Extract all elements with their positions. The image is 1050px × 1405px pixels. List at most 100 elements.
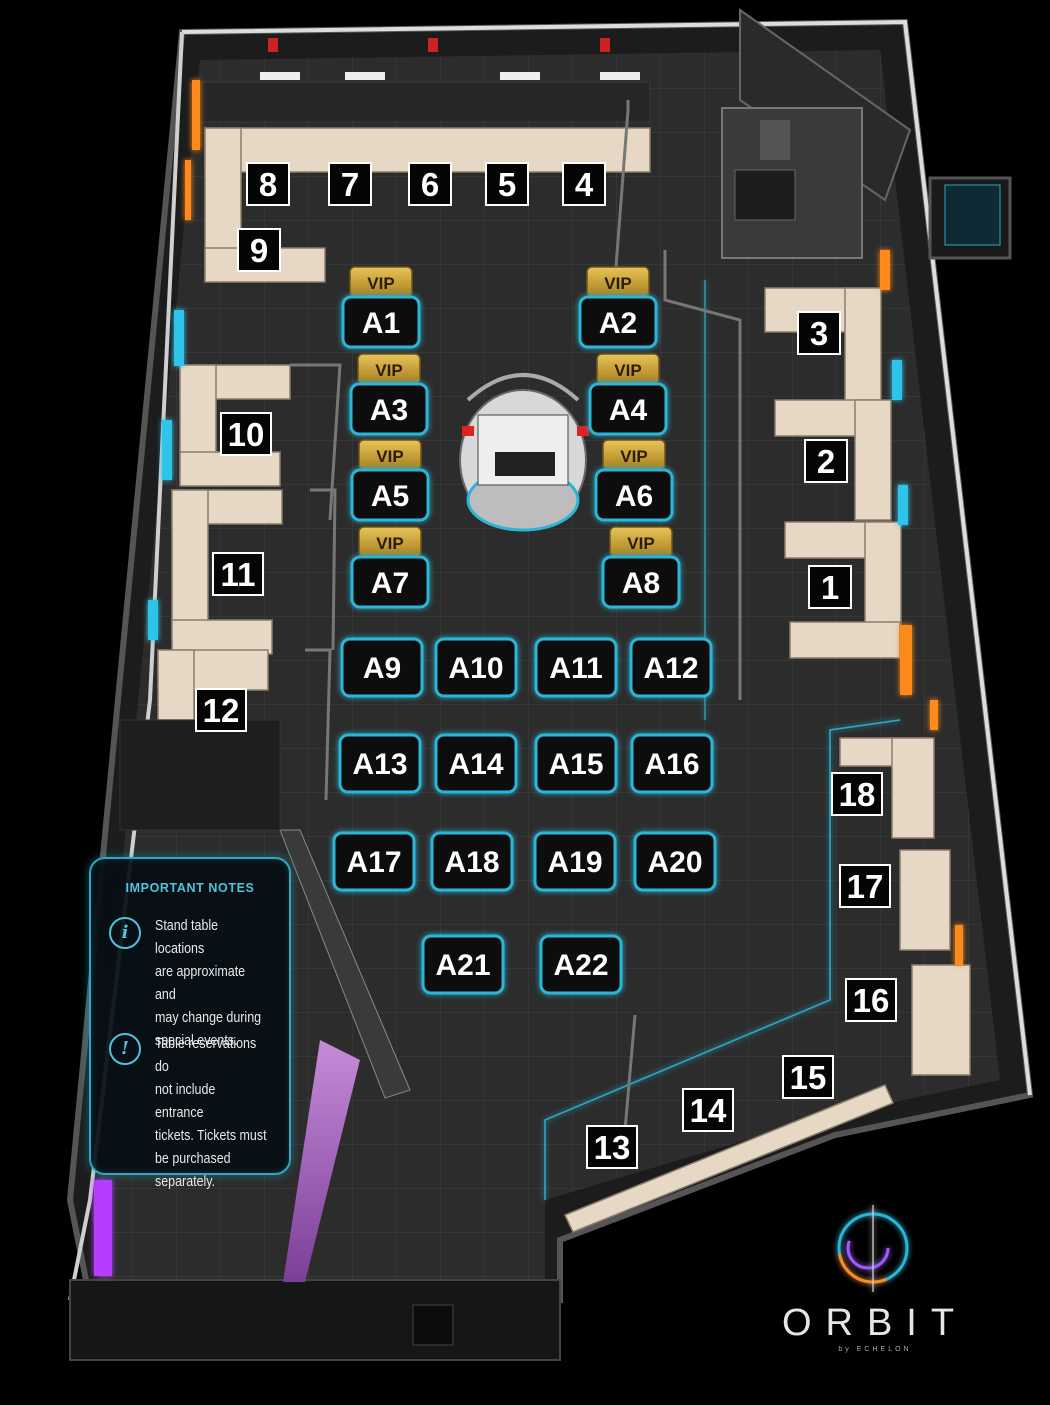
table-tile bbox=[534, 637, 618, 698]
table-label: A7 bbox=[371, 567, 409, 600]
stand-table-a16[interactable]: A16 bbox=[630, 733, 714, 794]
table-tile bbox=[578, 295, 658, 349]
stand-table-a21[interactable]: A21 bbox=[421, 934, 505, 995]
table-tile bbox=[633, 831, 717, 892]
stand-table-a11[interactable]: A11 bbox=[534, 637, 618, 698]
stand-table-a17[interactable]: A17 bbox=[332, 831, 416, 892]
booth-7[interactable]: 7 bbox=[328, 162, 372, 206]
booth-label: 16 bbox=[853, 982, 890, 1019]
staircase bbox=[119, 719, 411, 1282]
booth-tile bbox=[195, 688, 247, 732]
booth-8[interactable]: 8 bbox=[246, 162, 290, 206]
note-text: Stand table locations are approximate an… bbox=[155, 918, 262, 1049]
vip-table-a2[interactable]: VIP A2 bbox=[578, 266, 658, 349]
booth-tile bbox=[682, 1088, 734, 1132]
booth-4[interactable]: 4 bbox=[562, 162, 606, 206]
table-label: A18 bbox=[444, 846, 499, 879]
booth-2[interactable]: 2 bbox=[804, 439, 848, 483]
table-tile bbox=[350, 468, 430, 522]
railings bbox=[290, 100, 742, 1131]
table-tile bbox=[421, 934, 505, 995]
booth-12[interactable]: 12 bbox=[195, 688, 247, 732]
stand-table-a9[interactable]: A9 bbox=[340, 637, 424, 698]
stand-table-a10[interactable]: A10 bbox=[434, 637, 518, 698]
table-tile bbox=[349, 382, 429, 436]
booth-tile bbox=[831, 772, 883, 816]
table-tile bbox=[341, 295, 421, 349]
table-label: A6 bbox=[615, 480, 653, 513]
table-label: A20 bbox=[647, 846, 702, 879]
vip-badge-label: VIP bbox=[367, 274, 394, 293]
booth-label: 1 bbox=[821, 569, 839, 606]
booth-tile bbox=[562, 162, 606, 206]
booth-17[interactable]: 17 bbox=[839, 864, 891, 908]
table-tile bbox=[533, 831, 617, 892]
table-label: A5 bbox=[371, 480, 409, 513]
stand-table-a12[interactable]: A12 bbox=[629, 637, 713, 698]
booth-16[interactable]: 16 bbox=[845, 978, 897, 1022]
table-tile bbox=[350, 555, 430, 609]
table-label: A21 bbox=[435, 949, 490, 982]
booth-tile bbox=[782, 1055, 834, 1099]
table-tile bbox=[434, 637, 518, 698]
logo-wordmark: ORBIT bbox=[781, 1302, 969, 1344]
booth-13[interactable]: 13 bbox=[586, 1125, 638, 1169]
alert-icon: ! bbox=[109, 1033, 141, 1065]
stand-table-a15[interactable]: A15 bbox=[534, 733, 618, 794]
booth-14[interactable]: 14 bbox=[682, 1088, 734, 1132]
stand-table-a19[interactable]: A19 bbox=[533, 831, 617, 892]
stand-table-a22[interactable]: A22 bbox=[539, 934, 623, 995]
booth-18[interactable]: 18 bbox=[831, 772, 883, 816]
booth-tile bbox=[839, 864, 891, 908]
booth-15[interactable]: 15 bbox=[782, 1055, 834, 1099]
vip-badge-label: VIP bbox=[627, 534, 654, 553]
booth-label: 12 bbox=[203, 692, 240, 729]
booth-tile bbox=[808, 565, 852, 609]
booth-label: 17 bbox=[847, 868, 884, 905]
booth-label: 5 bbox=[498, 166, 516, 203]
bar-area bbox=[721, 8, 912, 259]
booth-11[interactable]: 11 bbox=[212, 552, 264, 596]
back-wall bbox=[194, 38, 651, 123]
booth-label: 2 bbox=[817, 443, 835, 480]
booth-5[interactable]: 5 bbox=[485, 162, 529, 206]
vip-badge-label: VIP bbox=[604, 274, 631, 293]
booth-1[interactable]: 1 bbox=[808, 565, 852, 609]
booth-9[interactable]: 9 bbox=[237, 228, 281, 272]
booth-tile bbox=[237, 228, 281, 272]
info-icon: i bbox=[109, 917, 141, 949]
booth-tile bbox=[328, 162, 372, 206]
table-label: A14 bbox=[448, 748, 503, 781]
table-label: A16 bbox=[644, 748, 699, 781]
booth-label: 11 bbox=[221, 556, 256, 593]
table-tile bbox=[539, 934, 623, 995]
table-label: A9 bbox=[363, 652, 401, 685]
note-text: Table reservations do not include entran… bbox=[155, 1036, 267, 1190]
booth-3[interactable]: 3 bbox=[797, 311, 841, 355]
stand-table-a13[interactable]: A13 bbox=[338, 733, 422, 794]
booth-10[interactable]: 10 bbox=[220, 412, 272, 456]
stand-table-a14[interactable]: A14 bbox=[434, 733, 518, 794]
booth-label: 6 bbox=[421, 166, 439, 203]
notes-title: IMPORTANT NOTES bbox=[125, 881, 255, 895]
booth-6[interactable]: 6 bbox=[408, 162, 452, 206]
table-label: A2 bbox=[599, 307, 637, 340]
booth-tile bbox=[797, 311, 841, 355]
neon-accents bbox=[94, 80, 963, 1276]
stand-table-a20[interactable]: A20 bbox=[633, 831, 717, 892]
stand-table-a18[interactable]: A18 bbox=[430, 831, 514, 892]
table-label: A15 bbox=[548, 748, 603, 781]
booth-label: 15 bbox=[790, 1059, 827, 1096]
table-tile bbox=[588, 382, 668, 436]
booth-tile bbox=[246, 162, 290, 206]
